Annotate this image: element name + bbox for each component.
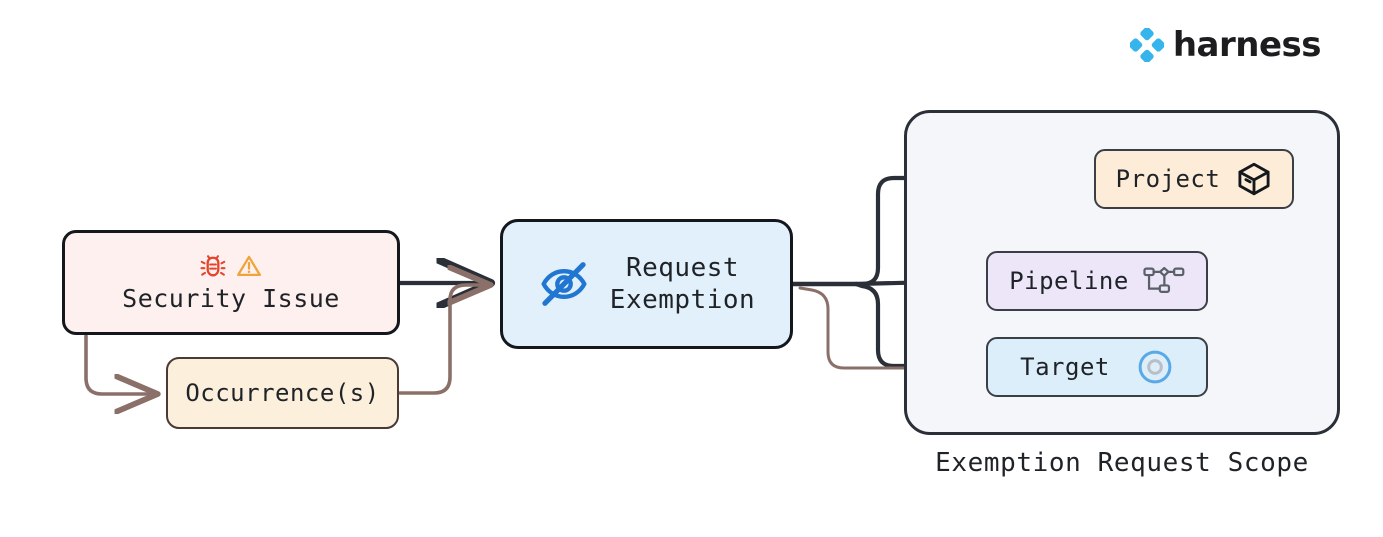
node-pipeline[interactable]: Pipeline: [986, 251, 1208, 311]
node-project[interactable]: Project: [1094, 149, 1294, 209]
node-request-exemption-label: Request Exemption: [609, 252, 756, 316]
node-occurrences[interactable]: Occurrence(s): [166, 357, 399, 429]
harness-logo: harness: [1129, 25, 1322, 65]
node-project-label: Project: [1115, 165, 1221, 193]
exemption-request-scope-caption: Exemption Request Scope: [935, 448, 1309, 478]
edge-security-to-occurrence: [84, 334, 156, 394]
pipeline-nodes-icon: [1143, 266, 1185, 293]
node-pipeline-label: Pipeline: [1009, 267, 1129, 295]
node-security-issue[interactable]: Security Issue: [62, 230, 400, 335]
harness-wordmark: harness: [1172, 25, 1322, 65]
security-issue-icons: [200, 251, 262, 281]
node-target-label: Target: [1020, 353, 1110, 381]
bug-icon: [200, 255, 226, 277]
node-request-exemption[interactable]: Request Exemption: [500, 219, 793, 349]
node-security-issue-label: Security Issue: [122, 283, 340, 313]
harness-diamond-logo-icon: [1129, 28, 1164, 62]
eye-off-icon: [541, 262, 587, 306]
node-occurrences-label: Occurrence(s): [185, 379, 380, 407]
cube-icon: [1238, 162, 1270, 196]
edge-occurrence-to-request: [398, 285, 489, 395]
node-target[interactable]: Target: [986, 337, 1208, 397]
target-circle-icon: [1138, 350, 1172, 384]
warning-triangle-icon: [237, 255, 261, 276]
